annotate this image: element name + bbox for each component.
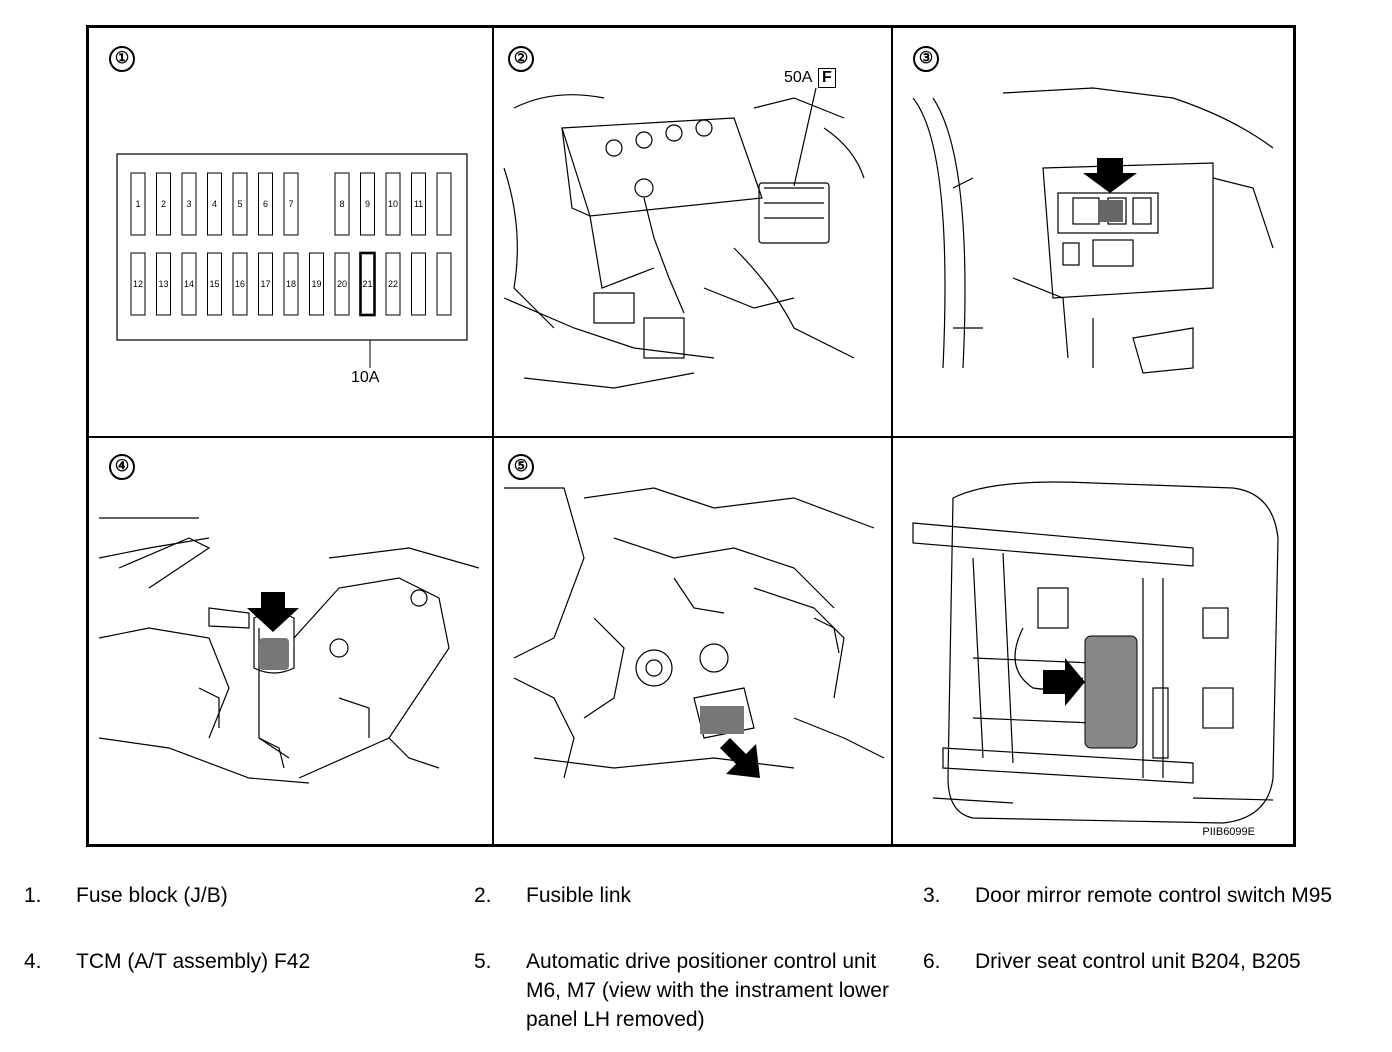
legend-number: 6. [923, 950, 941, 973]
fuse-slot [232, 252, 248, 316]
legend-number: 5. [474, 950, 492, 973]
fuse-callout-label: 10A [351, 369, 380, 386]
fuse-slot [334, 252, 350, 316]
fuse-slot-label: 5 [237, 199, 242, 209]
fuse-slot [258, 172, 273, 236]
fuse-slot-label: 16 [235, 279, 245, 289]
door-panel-drawing [912, 87, 1274, 374]
fuse-slot [411, 172, 426, 236]
fuse-slot [207, 172, 222, 236]
figure-code: PIIB6099E [1202, 826, 1255, 838]
legend-text: Door mirror remote control switch M95 [975, 884, 1333, 907]
fuse-slot [232, 172, 248, 236]
fuse-slot [283, 172, 299, 236]
legend-number: 2. [474, 884, 492, 907]
fuse-slot [156, 252, 171, 316]
seat-frame-drawing [912, 481, 1279, 824]
fuse-slot-label: 20 [337, 279, 347, 289]
fuse-slot [411, 252, 426, 316]
legend-text: Fusible link [526, 884, 632, 907]
horizontal-divider [89, 436, 1293, 438]
fuse-slot [385, 252, 401, 316]
fuse-slot [156, 172, 171, 236]
panel-door-mirror-switch: ③ [893, 28, 1293, 436]
fuse-slot-label: 2 [161, 199, 166, 209]
fuse-slot-label: 19 [311, 279, 321, 289]
fuse-slot-label: 17 [260, 279, 270, 289]
fuse-slot-label: 13 [158, 279, 168, 289]
fuse-slot-label: 3 [186, 199, 191, 209]
legend-text: Driver seat control unit B204, B205 [975, 950, 1301, 973]
fuse-slot-label: 11 [414, 199, 423, 209]
legend-text: Automatic drive positioner control unit … [526, 950, 889, 1031]
steering-column-drawing [504, 487, 885, 779]
fuse-slot-label: 21 [362, 279, 372, 289]
fuse-slot [130, 172, 146, 236]
battery-engine-bay-drawing [503, 87, 865, 389]
fuse-slot [181, 172, 197, 236]
fuse-slot [334, 172, 350, 236]
fuse-slot-label: 1 [135, 199, 140, 209]
fuse-slot [283, 252, 299, 316]
legend-number: 1. [24, 884, 42, 907]
legend-text: TCM (A/T assembly) F42 [76, 950, 311, 973]
legend-number: 3. [923, 884, 941, 907]
fuse-slot-label: 6 [263, 199, 268, 209]
panel-2-marker: ② [508, 46, 534, 72]
fuse-slot-label: 12 [133, 279, 143, 289]
fuse-slot-label: 22 [388, 279, 398, 289]
legend-text: Fuse block (J/B) [76, 884, 228, 907]
fuse-slot-label: 18 [286, 279, 296, 289]
fusible-link-box-letter: F [818, 68, 836, 88]
panel-4-marker: ④ [109, 454, 135, 480]
panel-tcm: ④ [89, 438, 492, 844]
panel-drive-positioner: ⑤ [494, 438, 891, 844]
fuse-slot [436, 172, 452, 236]
transmission-drawing [98, 517, 480, 784]
fuse-slot-label: 15 [209, 279, 219, 289]
fuse-slot [309, 252, 324, 316]
panel-1-marker: ① [109, 46, 135, 72]
fuse-slot [385, 172, 401, 236]
fuse-slot [436, 252, 452, 316]
fuse-slot [181, 252, 197, 316]
fusible-link-amperage: 50A [784, 69, 812, 86]
fusible-link-callout: 50A F [784, 68, 836, 88]
fuse-slot-label: 9 [365, 199, 370, 209]
fuse-slot [207, 252, 222, 316]
panel-5-marker: ⑤ [508, 454, 534, 480]
fuse-slot-highlighted [359, 251, 376, 317]
legend-number: 4. [24, 950, 42, 973]
fuse-slot [130, 252, 146, 316]
fuse-slot-label: 4 [212, 199, 217, 209]
panel-driver-seat [893, 438, 1293, 844]
fuse-slot-label: 10 [388, 199, 398, 209]
fuse-slot-label: 7 [288, 199, 293, 209]
fuse-slot [360, 172, 375, 236]
fuse-slot [258, 252, 273, 316]
fuse-slot-label: 14 [184, 279, 194, 289]
fuse-slot-label: 8 [339, 199, 344, 209]
panel-fusible-link: ② 50A F [494, 28, 891, 436]
panel-3-marker: ③ [913, 46, 939, 72]
